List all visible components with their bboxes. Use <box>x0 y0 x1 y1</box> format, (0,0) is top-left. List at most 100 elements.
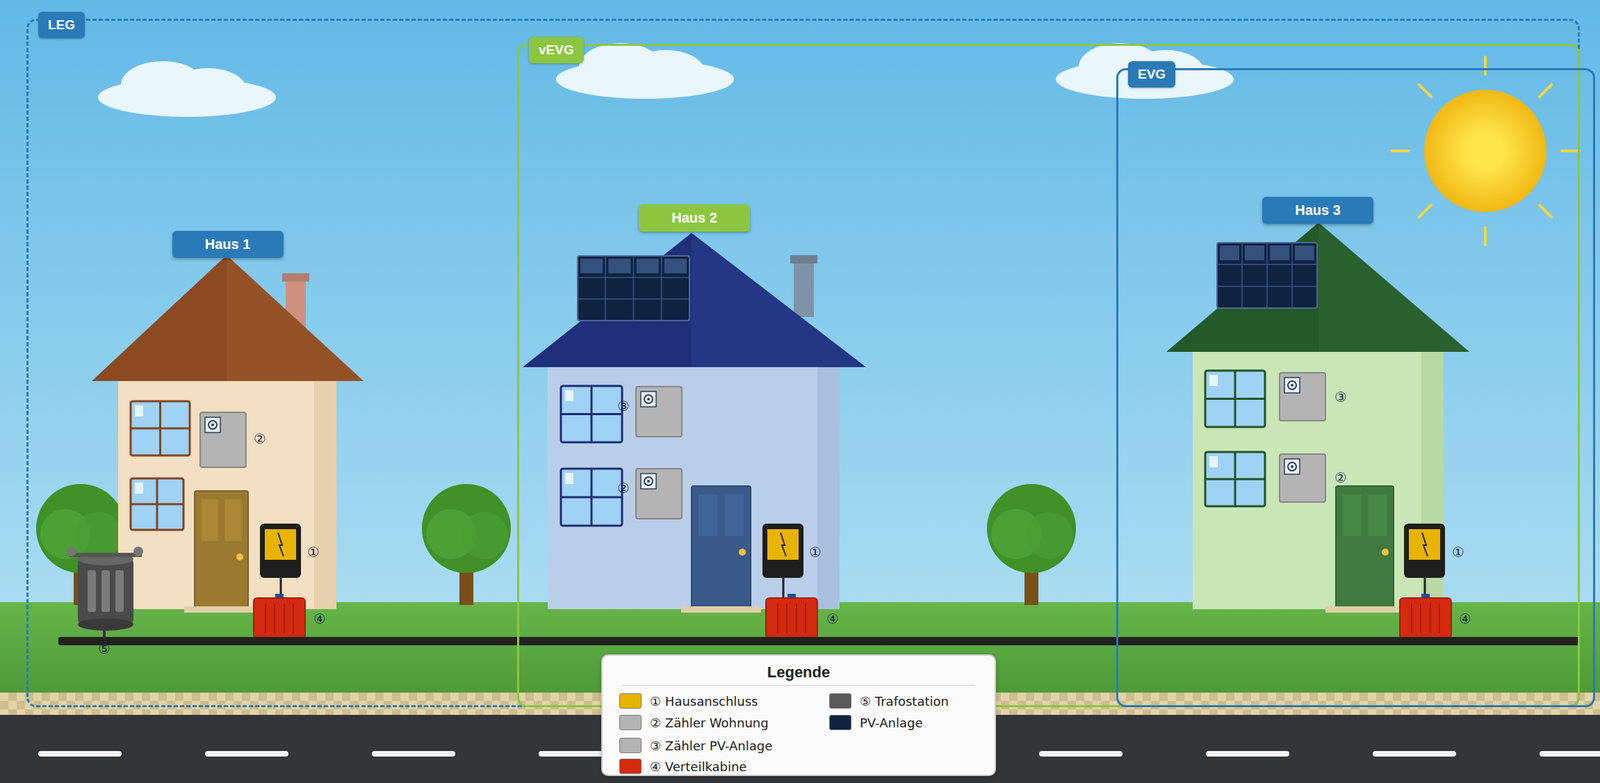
label-anchor: ④ <box>1458 610 1472 627</box>
insulator <box>133 546 144 557</box>
door <box>691 485 751 609</box>
legend-label: ② Zähler Wohnung <box>649 715 769 730</box>
window-bar <box>560 496 623 499</box>
cloud-part <box>1127 50 1204 92</box>
chimney-cap <box>282 273 310 282</box>
callout-number: ① <box>809 543 822 561</box>
cloud <box>1055 43 1234 99</box>
callout-number: ④ <box>313 610 326 627</box>
power-line <box>58 636 1580 646</box>
door-panel <box>698 494 718 536</box>
house-connection-face <box>1408 528 1441 560</box>
sun-ray <box>1483 56 1487 75</box>
legend-label: ③ Zähler PV-Anlage <box>649 738 773 753</box>
transformer-rib <box>115 569 124 612</box>
door-knob <box>738 548 746 556</box>
transformer-station <box>66 546 144 639</box>
legend-entry: ④ Verteilkabine <box>619 757 747 775</box>
cabinet-slot <box>292 603 295 633</box>
distribution-cabinet <box>765 597 818 639</box>
tree-crown <box>986 483 1076 573</box>
cabinet-slot <box>777 603 779 633</box>
legend-entry: ⑤ Trafostation <box>829 692 949 709</box>
meter-dial <box>1284 377 1300 393</box>
tree-crown-light <box>460 511 509 559</box>
label-anchor: ④ <box>313 610 326 627</box>
window-bar <box>1205 397 1265 400</box>
door-panel <box>201 499 219 541</box>
road-marking <box>1372 750 1457 757</box>
pv-grid <box>1217 285 1318 288</box>
pv-grid <box>1266 242 1268 308</box>
doorstep <box>184 606 259 613</box>
meter-dial <box>640 473 657 489</box>
house-label: Haus 1 <box>172 230 284 258</box>
window-glare <box>134 405 144 417</box>
legend-label: ① Hausanschluss <box>649 693 759 709</box>
lightning-symbol <box>278 532 284 557</box>
transformer-body <box>77 556 134 626</box>
pv-grid <box>1291 242 1293 308</box>
label-anchor: ② <box>253 430 267 447</box>
cloud <box>98 61 276 117</box>
house-node: Haus 3 <box>1166 196 1470 609</box>
transformer-rib <box>87 569 96 612</box>
label-anchor: ① <box>1451 543 1465 561</box>
window-glare <box>1209 455 1218 468</box>
legend-swatch <box>829 714 852 730</box>
meter-box <box>635 386 682 437</box>
legend-entry: PV-Anlage <box>829 713 923 731</box>
pv-grid <box>660 255 663 321</box>
house-connection-face <box>767 528 799 560</box>
region-label: vEVG <box>528 36 584 64</box>
door-knob <box>1381 548 1389 556</box>
meter-dot <box>1290 383 1294 387</box>
cabinet-slot <box>273 603 276 633</box>
road-marking <box>1205 750 1290 757</box>
house-shade <box>314 380 337 609</box>
lightning-symbol <box>780 532 787 557</box>
callout-number: ④ <box>826 610 839 627</box>
callout-number: ② <box>253 430 267 447</box>
callout-number: ⑤ <box>98 640 111 657</box>
cabinet-slot <box>804 603 807 633</box>
door-panel <box>1342 494 1362 536</box>
distribution-cabinet <box>1399 597 1452 639</box>
house <box>522 232 867 639</box>
cabinet-slot <box>264 603 267 633</box>
pv-grid <box>577 276 690 279</box>
tree-crown <box>421 483 511 573</box>
door-knob <box>236 553 244 561</box>
legend-swatch <box>619 714 642 730</box>
meter-box <box>635 468 682 519</box>
meter-dot <box>647 479 650 483</box>
window-bar <box>130 427 190 430</box>
legend-swatch <box>829 692 852 709</box>
sun-ray <box>1391 149 1409 153</box>
transformer-rib <box>101 569 110 612</box>
transformer-bar <box>69 552 142 557</box>
house-connection <box>259 523 301 578</box>
tree-crown-light <box>75 511 123 559</box>
pv-grid <box>605 255 607 321</box>
sun-ray <box>1419 84 1432 98</box>
house-connection <box>1403 523 1446 578</box>
meter-ring <box>1287 462 1297 471</box>
label-anchor: ② <box>617 479 630 497</box>
meter-ring <box>644 476 653 486</box>
lightning-symbol <box>1422 532 1428 557</box>
cloud-part <box>627 50 705 92</box>
distribution-cabinet <box>253 597 306 639</box>
window-glare <box>134 482 144 494</box>
meter-ring <box>1287 380 1297 390</box>
window <box>130 478 184 530</box>
window-bar <box>560 412 623 415</box>
pv-panel <box>577 255 690 321</box>
pv-cell <box>664 258 687 274</box>
cabinet-slot <box>283 603 285 633</box>
roof-shade <box>691 232 867 367</box>
pv-cell <box>1244 245 1265 260</box>
legend-entry: ① Hausanschluss <box>619 692 759 709</box>
window <box>560 468 623 526</box>
pv-grid <box>1217 264 1318 266</box>
